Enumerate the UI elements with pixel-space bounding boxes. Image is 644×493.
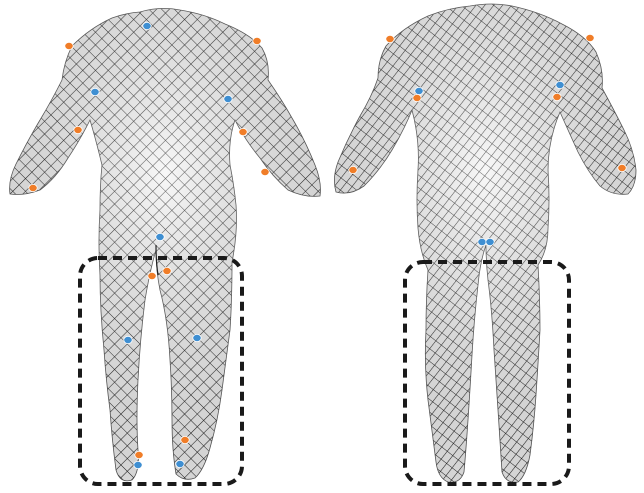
marker-orange-right-shoulder: [586, 34, 594, 41]
marker-orange-left-shoulder: [386, 35, 394, 42]
marker-orange-right-hip: [163, 267, 171, 274]
marker-orange-left-hip: [148, 272, 156, 279]
marker-orange-left-wrist: [29, 184, 37, 191]
marker-blue-crotch-left: [478, 238, 486, 245]
marker-orange-right-shoulder: [253, 37, 261, 44]
marker-orange-right-wrist: [261, 168, 269, 175]
marker-orange-left-armpit-back: [413, 94, 421, 101]
marker-orange-left-shin: [181, 436, 189, 443]
marker-blue-left-armpit: [91, 88, 99, 95]
marker-orange-left-shoulder: [65, 42, 73, 49]
marker-orange-right-armpit-back: [553, 93, 561, 100]
marker-blue-right-armpit: [224, 95, 232, 102]
marker-blue-upper-back-center: [143, 22, 151, 29]
marker-orange-right-elbow: [239, 128, 247, 135]
left-body-panel: [10, 8, 321, 484]
marker-orange-right-shin: [135, 451, 143, 458]
marker-blue-right-armpit: [556, 81, 564, 88]
marker-blue-left-knee: [124, 336, 132, 343]
marker-blue-crotch-right: [486, 238, 494, 245]
marker-blue-right-ankle: [176, 460, 184, 467]
marker-blue-left-armpit: [415, 87, 423, 94]
marker-orange-right-wrist: [618, 164, 626, 171]
marker-orange-left-elbow: [74, 126, 82, 133]
marker-blue-left-ankle: [134, 461, 142, 468]
marker-blue-right-knee: [193, 334, 201, 341]
marker-blue-crotch: [156, 233, 164, 240]
left-body-shading: [10, 8, 321, 480]
marker-orange-left-wrist: [349, 166, 357, 173]
right-body-panel: [334, 4, 636, 484]
